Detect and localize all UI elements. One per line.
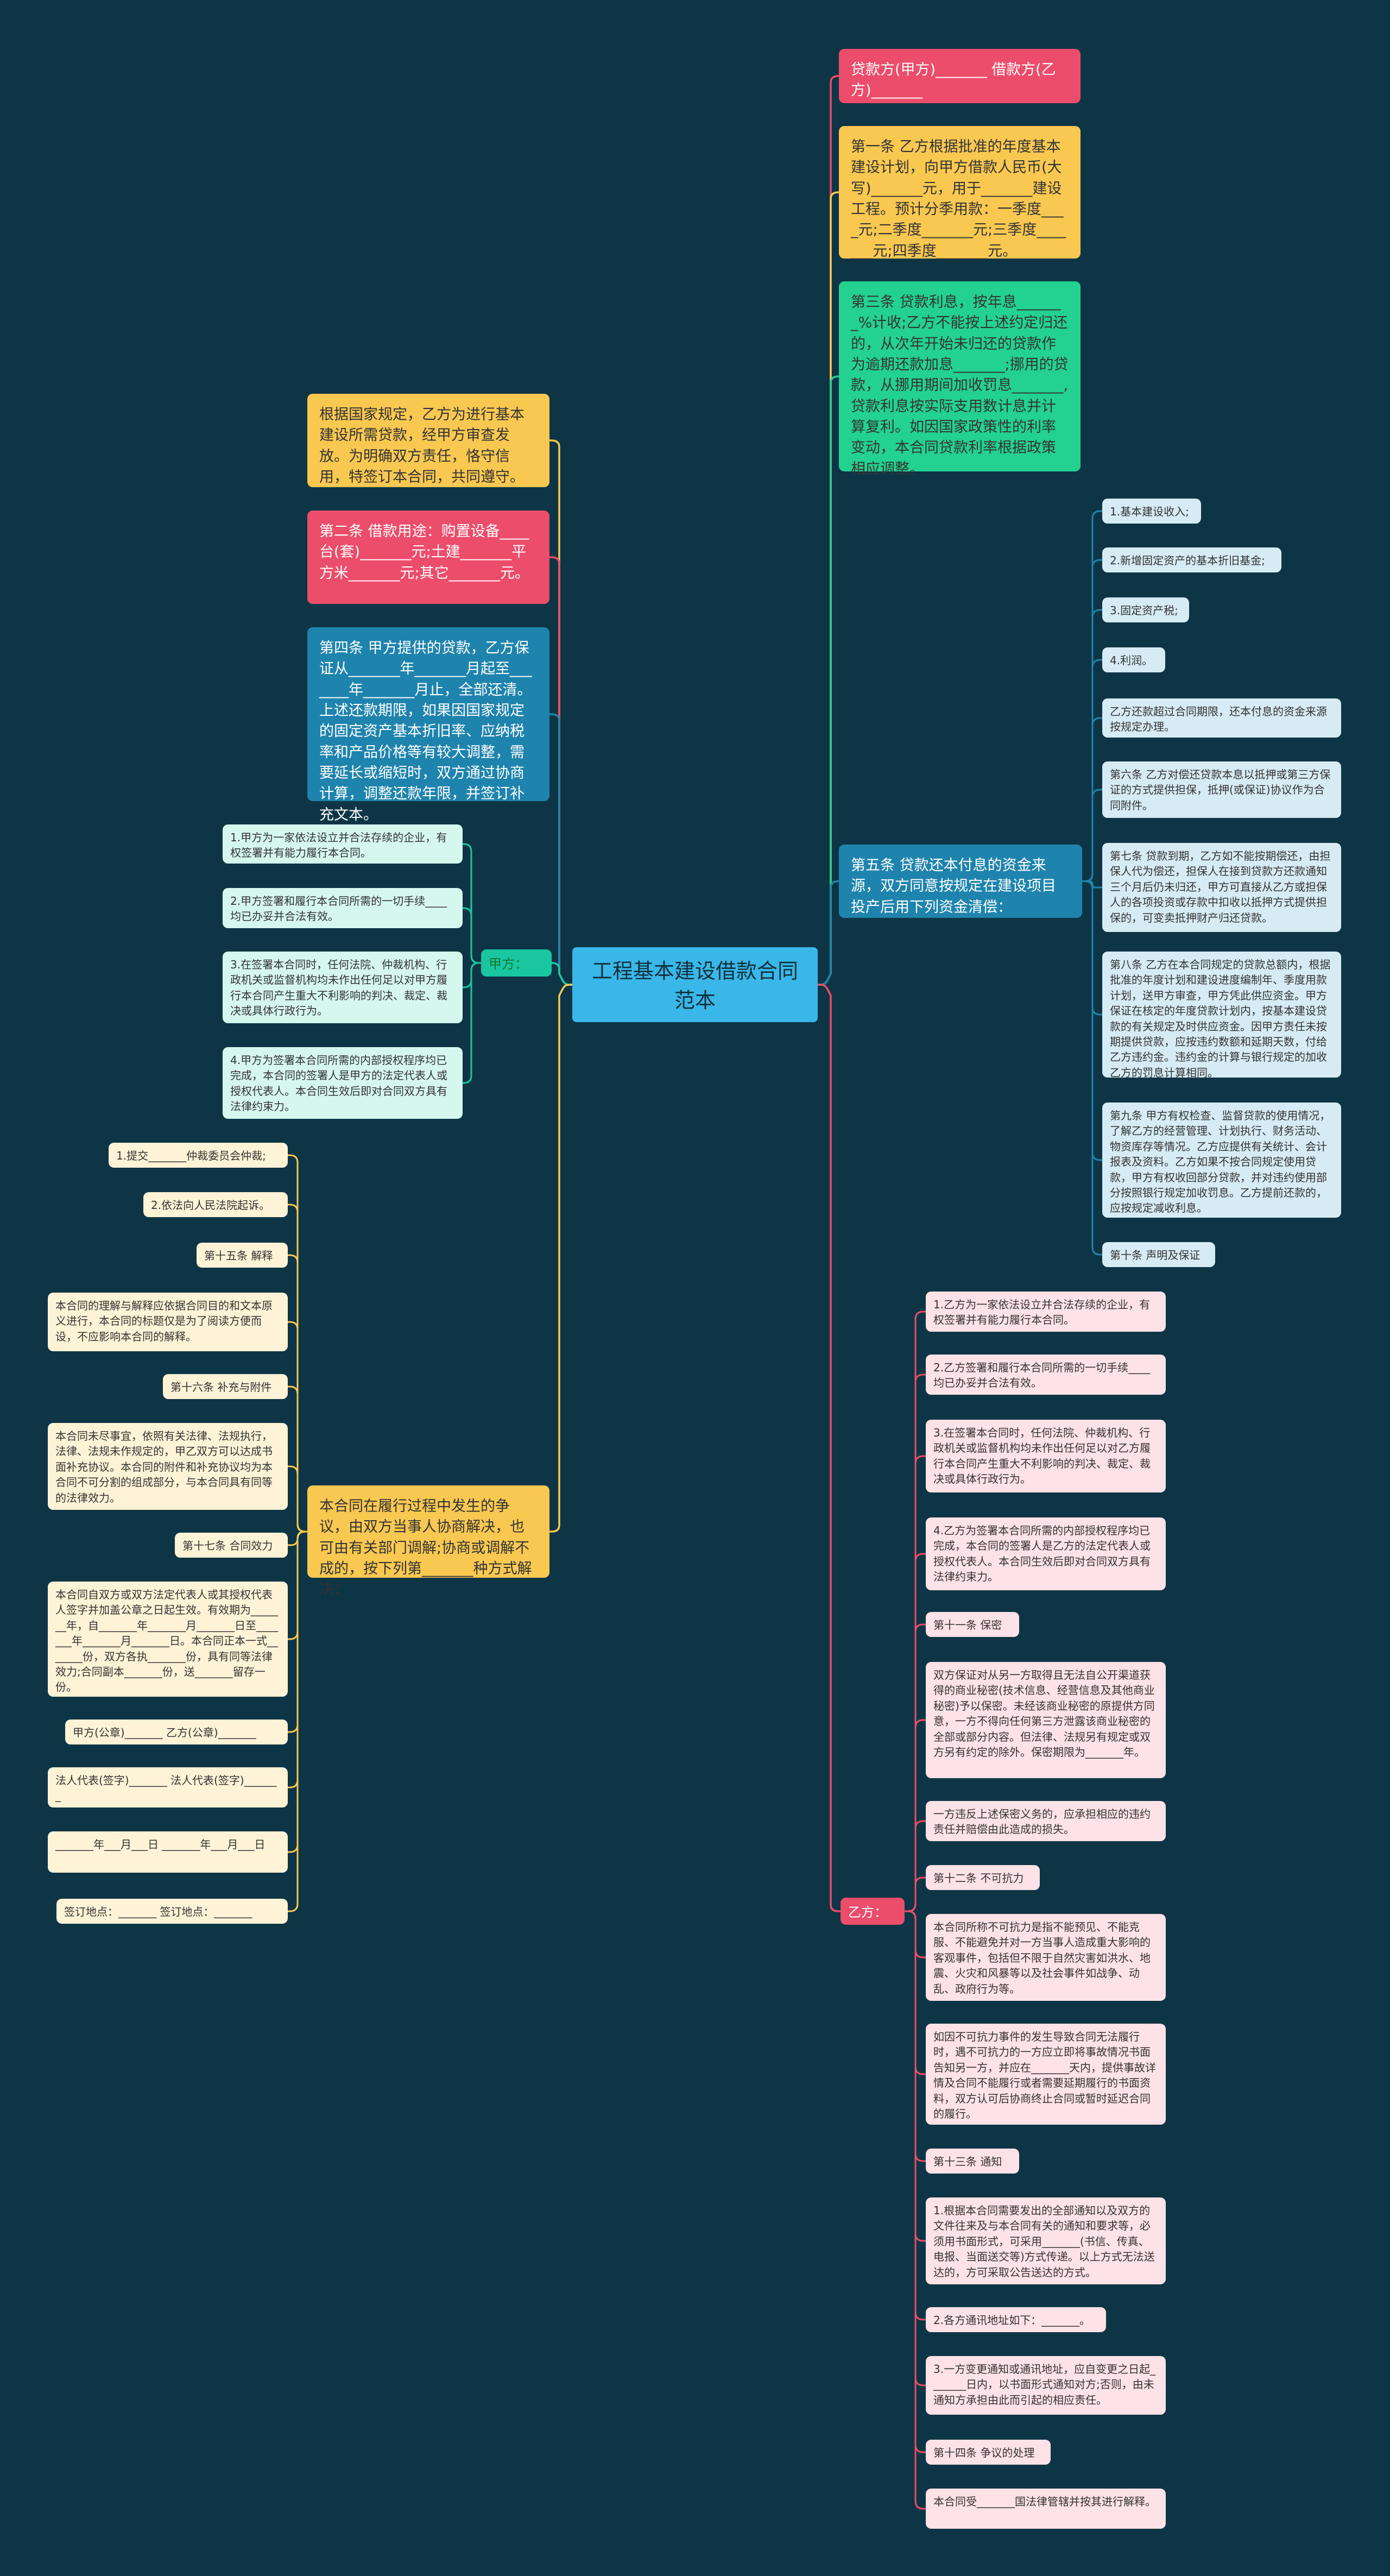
article-3-node[interactable]: 第三条 贷款利息，按年息_______%计收;乙方不能按上述约定归还的，从次年开… <box>839 281 1081 477</box>
party-b-item-3[interactable]: 3.在签署本合同时，任何法院、仲裁机构、行政机关或监督机构均未作出任何足以对乙方… <box>926 1420 1166 1492</box>
article-5-item-3[interactable]: 3.固定资产税; <box>1102 597 1189 622</box>
root-right-2 <box>817 375 839 986</box>
root-right-1 <box>817 191 839 986</box>
article-11-body[interactable]: 双方保证对从另一方取得且无法自公开渠道获得的商业秘密(技术信息、经营信息及其他商… <box>926 1662 1166 1778</box>
root-left-4 <box>549 984 573 1533</box>
root-right-3 <box>817 880 839 986</box>
article-15-title[interactable]: 第十五条 解释 <box>197 1243 288 1268</box>
article-15-body[interactable]: 本合同的理解与解释应依据合同目的和文本原义进行，本合同的标题仅是为了阅读方便而设… <box>48 1293 288 1351</box>
party-b-item-4[interactable]: 4.乙方为签署本合同所需的内部授权程序均已完成，本合同的签署人是乙方的法定代表人… <box>926 1517 1166 1590</box>
root-right-0 <box>817 75 839 986</box>
pa-link-3 <box>463 962 481 1084</box>
article-17-title[interactable]: 第十七条 合同效力 <box>175 1533 288 1558</box>
preamble-node[interactable]: 根据国家规定，乙方为进行基本建设所需贷款，经甲方审查发放。为明确双方责任，恪守信… <box>307 394 549 487</box>
party-a-item-2[interactable]: 2.甲方签署和履行本合同所需的一切手续____均已办妥并合法有效。 <box>223 888 463 928</box>
date-line[interactable]: _______年___月___日 _______年___月___日 <box>48 1831 288 1873</box>
disp-link-5 <box>288 1465 307 1533</box>
article-16-body[interactable]: 本合同未尽事宜，依照有关法律、法规执行，法律、法规未作规定的，甲乙双方可以达成书… <box>48 1423 288 1510</box>
article-7-node[interactable]: 第七条 贷款到期，乙方如不能按期偿还，由担保人代为偿还，担保人在接到贷款方还款通… <box>1102 843 1341 932</box>
seal-line[interactable]: 甲方(公章)_______ 乙方(公章)_______ <box>65 1720 288 1744</box>
article-13-item-3[interactable]: 3.一方变更通知或通讯地址，应自变更之日起_______日内，以书面形式通知对方… <box>926 2356 1166 2415</box>
article-12-notice[interactable]: 如因不可抗力事件的发生导致合同无法履行时，遇不可抗力的一方应立即将事故情况书面告… <box>926 2024 1166 2125</box>
article-12-body[interactable]: 本合同所称不可抗力是指不能预见、不能克服、不能避免并对一方当事人造成重大影响的客… <box>926 1914 1166 2001</box>
article-13-item-1[interactable]: 1.根据本合同需要发出的全部通知以及双方的文件往来及与本合同有关的通知和要求等，… <box>926 2197 1166 2284</box>
disp-link-11 <box>288 1531 307 1912</box>
article-14-title[interactable]: 第十四条 争议的处理 <box>926 2440 1051 2465</box>
place-line[interactable]: 签订地点：_______ 签订地点：_______ <box>56 1899 288 1924</box>
pa-link-1 <box>463 907 481 964</box>
root-left-0 <box>549 439 573 986</box>
article-14-body[interactable]: 本合同受_______国法律管辖并按其进行解释。 <box>926 2489 1166 2529</box>
article-5-item-1[interactable]: 1.基本建设收入; <box>1102 499 1201 524</box>
article-11-title[interactable]: 第十一条 保密 <box>926 1612 1019 1637</box>
party-b-item-2[interactable]: 2.乙方签署和履行本合同所需的一切手续____均已办妥并合法有效。 <box>926 1355 1166 1395</box>
parties-node[interactable]: 贷款方(甲方)_______ 借款方(乙方)_______ <box>839 49 1081 103</box>
article-12-title[interactable]: 第十二条 不可抗力 <box>926 1865 1040 1890</box>
root-topic[interactable]: 工程基本建设借款合同范本 <box>572 947 818 1022</box>
a5-link-9 <box>1082 880 1102 1256</box>
pb-link-7 <box>905 1876 926 1912</box>
article-10-node[interactable]: 第十条 声明及保证 <box>1102 1242 1215 1267</box>
article-16-title[interactable]: 第十六条 补充与附件 <box>163 1374 288 1399</box>
article-5-node[interactable]: 第五条 贷款还本付息的资金来源，双方同意按规定在建设项目投产后用下列资金清偿： <box>839 845 1082 918</box>
party-a-label[interactable]: 甲方： <box>481 949 552 977</box>
root-left-2 <box>549 713 573 986</box>
dispute-option-2[interactable]: 2.依法向人民法院起诉。 <box>143 1192 288 1217</box>
dispute-node[interactable]: 本合同在履行过程中发生的争议，由双方当事人协商解决，也可由有关部门调解;协商或调… <box>307 1485 549 1598</box>
dispute-option-1[interactable]: 1.提交_______仲裁委员会仲裁; <box>109 1143 288 1168</box>
root-left-3 <box>551 962 573 986</box>
article-9-node[interactable]: 第九条 甲方有权检查、监督贷款的使用情况，了解乙方的经营管理、计划执行、财务活动… <box>1102 1103 1341 1218</box>
article-5-item-2[interactable]: 2.新增固定资产的基本折旧基金; <box>1102 547 1281 572</box>
article-11-breach[interactable]: 一方违反上述保密义务的，应承担相应的违约责任并赔偿由此造成的损失。 <box>926 1801 1166 1841</box>
article-5-overdue[interactable]: 乙方还款超过合同期限，还本付息的资金来源按规定办理。 <box>1102 698 1341 738</box>
root-right-4 <box>817 984 841 1912</box>
article-6-node[interactable]: 第六条 乙方对偿还贷款本息以抵押或第三方保证的方式提供担保，抵押(或保证)协议作… <box>1102 761 1341 818</box>
article-2-node[interactable]: 第二条 借款用途：购置设备____台(套)_______元;土建_______平… <box>307 511 549 604</box>
root-left-1 <box>549 556 573 986</box>
article-13-title[interactable]: 第十三条 通知 <box>926 2149 1019 2174</box>
party-b-item-1[interactable]: 1.乙方为一家依法设立并合法存续的企业，有权签署并有能力履行本合同。 <box>926 1292 1166 1332</box>
article-8-node[interactable]: 第八条 乙方在本合同规定的贷款总额内，根据批准的年度计划和建设进度编制年、季度用… <box>1102 952 1341 1079</box>
article-17-body[interactable]: 本合同自双方或双方法定代表人或其授权代表人签字并加盖公章之日起生效。有效期为__… <box>48 1582 288 1697</box>
article-5-item-4[interactable]: 4.利润。 <box>1102 647 1165 672</box>
a5-link-6 <box>1082 880 1102 889</box>
pb-link-15 <box>905 1910 926 2510</box>
signature-line[interactable]: 法人代表(签字)_______ 法人代表(签字)_______ <box>48 1767 288 1807</box>
article-13-item-2[interactable]: 2.各方通讯地址如下：_______。 <box>926 2307 1106 2332</box>
party-a-item-1[interactable]: 1.甲方为一家依法设立并合法存续的企业，有权签署并有能力履行本合同。 <box>223 824 463 864</box>
a5-link-5 <box>1082 789 1102 882</box>
article-4-node[interactable]: 第四条 甲方提供的贷款，乙方保证从_______年_______月起至_____… <box>307 627 549 823</box>
article-1-node[interactable]: 第一条 乙方根据批准的年度基本建设计划，向甲方借款人民币(大写)_______元… <box>839 126 1081 260</box>
party-b-label[interactable]: 乙方： <box>841 1898 905 1925</box>
party-a-item-4[interactable]: 4.甲方为签署本合同所需的内部授权程序均已完成，本合同的签署人是甲方的法定代表人… <box>223 1047 463 1119</box>
party-a-item-3[interactable]: 3.在签署本合同时，任何法院、仲裁机构、行政机关或监督机构均未作出任何足以对甲方… <box>223 952 463 1023</box>
